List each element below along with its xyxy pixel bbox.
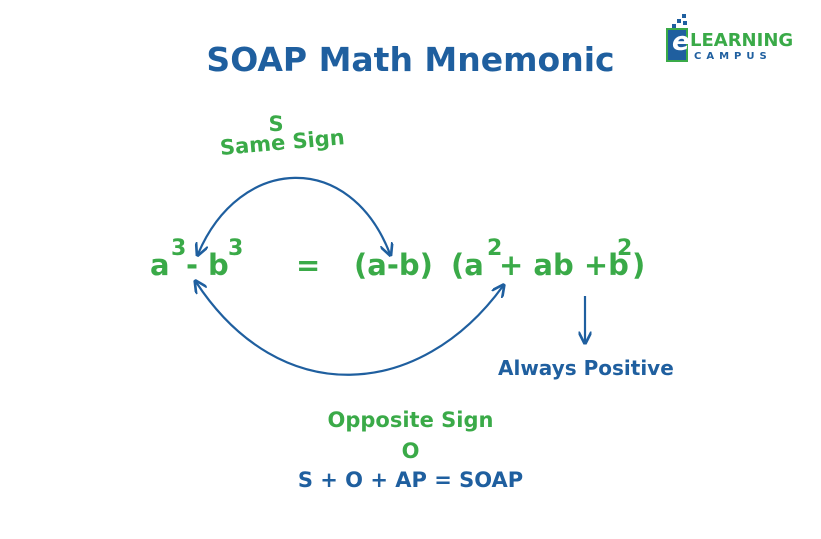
always-positive-label: Always Positive (498, 356, 674, 380)
lhs-a-exponent: 3 (171, 236, 187, 261)
elearning-campus-logo: e LEARNING CAMPUS (660, 10, 812, 70)
opposite-sign-label: Opposite Sign (327, 408, 494, 432)
opposite-sign-letter: O (401, 439, 420, 463)
lhs-a: a (150, 248, 170, 282)
page-title: SOAP Math Mnemonic (206, 40, 615, 79)
logo-pixel (682, 14, 686, 18)
factor2-exponent-1: 2 (487, 236, 503, 261)
logo-e-letter: e (672, 27, 690, 57)
soap-formula: S + O + AP = SOAP (297, 468, 524, 492)
logo-pixel (672, 24, 676, 28)
logo-text-learning: LEARNING (690, 30, 794, 51)
factor2-open: (a (451, 248, 484, 282)
logo-text-campus: CAMPUS (694, 51, 772, 62)
logo-pixel (683, 21, 687, 25)
opposite-sign-arrow (196, 282, 503, 376)
logo-e-box: e (666, 27, 690, 62)
same-sign-letter: S (268, 112, 284, 136)
logo-pixel (677, 19, 681, 23)
factor2-exponent-2: 2 (617, 236, 633, 261)
factor2-close: ) (632, 248, 646, 282)
factor2-middle: + ab +b (499, 248, 629, 282)
same-sign-arrow (198, 176, 390, 254)
